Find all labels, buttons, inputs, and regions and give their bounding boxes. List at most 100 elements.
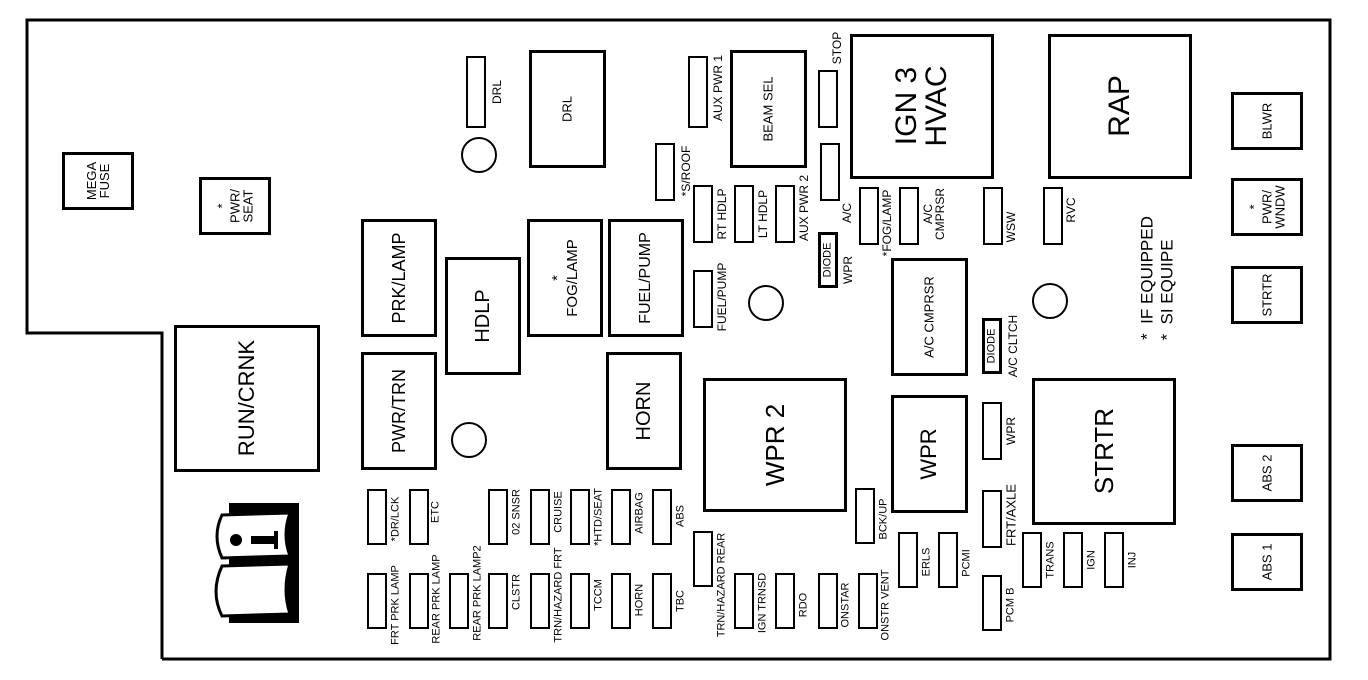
label-rap: RAP: [1103, 75, 1136, 137]
label-fog-lamp-fuse: *FOG/LAMP: [880, 189, 894, 257]
fuse-ac-cmprsr-fuse: [899, 187, 919, 245]
label-drl-fuse: DRL: [490, 79, 504, 105]
fuse-rear-prk-lamp2: [449, 573, 469, 629]
fuse-pcm-b: [982, 575, 1002, 631]
label-rdo: RDO: [797, 592, 810, 618]
mounting-hole-2: [451, 422, 487, 458]
fuse-bck-up: [855, 488, 875, 544]
label-rear-prk-lamp2: REAR PRK LAMP2: [471, 545, 484, 641]
label-htd-seat: *HTD/SEAT: [592, 488, 605, 546]
mounting-hole-3: [748, 285, 784, 321]
label-lt-hdlp: LT HDLP: [756, 189, 770, 239]
label-rt-hdlp: RT HDLP: [715, 188, 729, 240]
diode-diode-ac: [982, 318, 1002, 374]
label-trn-hazard-frt: TRN/HAZARD FRT: [552, 547, 565, 643]
fuse-wpr-fuse: [982, 402, 1002, 460]
fuse-abs1: [1231, 533, 1303, 591]
label-onstar: ONSTAR: [839, 582, 852, 628]
label-frt-prk-lamp: FRT PRK LAMP: [389, 565, 402, 645]
fuse-fog-lamp-relay: [527, 219, 603, 337]
fuse-lt-hdlp: [734, 185, 754, 243]
label-abs1: ABS 1: [1259, 543, 1275, 581]
label-ac-cmprsr-fuse: A/C CMPRSR: [921, 187, 947, 241]
fuse-blwr: [1231, 92, 1303, 150]
fuse-o2-snsr: [488, 489, 508, 545]
label-ign-trnsd: IGN TRNSD: [756, 572, 769, 634]
label-rvc: RVC: [1064, 197, 1078, 223]
fuse-abs2: [1231, 444, 1303, 502]
fuse-clstr: [488, 573, 508, 629]
fuse-strtr-small: [1231, 266, 1303, 324]
label-wpr-relay: WPR: [916, 428, 941, 480]
fuse-rvc: [1043, 187, 1063, 245]
fuse-ign: [1063, 532, 1083, 588]
diode-diode-wpr: [818, 232, 838, 288]
relay-strtr-relay: [1032, 378, 1176, 525]
label-ign3-hvac: IGN 3 HVAC: [890, 65, 953, 147]
label-inj: INJ: [1126, 551, 1139, 569]
fuse-htd-seat: [570, 489, 590, 545]
fuse-dr-lck: [367, 489, 387, 545]
label-aux-pwr1: AUX PWR 1: [711, 54, 725, 122]
label-abs: ABS: [674, 504, 687, 528]
label-erls: ERLS: [920, 547, 933, 577]
label-blwr: BLWR: [1259, 102, 1275, 140]
label-run-crnk: RUN/CRNK: [234, 339, 259, 457]
fuse-pcmi: [938, 532, 958, 588]
fuse-rt-hdlp: [693, 185, 713, 243]
label-ac-cmprsr-relay: A/C CMPRSR: [921, 276, 937, 358]
label-prk-lamp: PRK/LAMP: [389, 232, 409, 324]
fuse-tbc: [652, 573, 672, 629]
label-clstr: CLSTR: [510, 573, 523, 611]
label-onstr-vent: ONSTR VENT: [879, 569, 892, 641]
fuse-rear-prk-lamp: [409, 573, 429, 629]
fuse-trans: [1022, 532, 1042, 588]
label-etc: ETC: [429, 501, 442, 523]
label-diode-wpr: DIODE: [821, 242, 834, 278]
label-pcm-b: PCM B: [1004, 587, 1017, 623]
fuse-wsw: [983, 187, 1003, 245]
fuse-pwr-trn: [361, 352, 437, 470]
label-drl-relay: DRL: [559, 95, 575, 123]
fuse-fuel-pump-relay: [608, 219, 684, 337]
fuse-trn-hazard-rear: [693, 531, 713, 587]
fuse-inj: [1104, 532, 1124, 588]
label-wpr-fuse: WPR: [1004, 417, 1018, 445]
fuse-mega-fuse: [62, 152, 134, 210]
label-abs2: ABS 2: [1259, 454, 1275, 492]
label-wpr2: WPR 2: [760, 403, 790, 487]
mounting-hole-4: [1032, 283, 1068, 319]
fuse-drl-fuse: [466, 56, 486, 128]
label-fog-lamp-relay: * FOG/LAMP: [549, 239, 581, 317]
label-wpr-diode-label: WPR: [841, 256, 855, 284]
label-pwr-trn: PWR/TRN: [389, 369, 409, 453]
fuse-horn-fuse: [611, 573, 631, 629]
label-frt-axle: FRT/AXLE: [1003, 484, 1019, 546]
label-ac: A/C: [840, 202, 854, 224]
fuse-cruise: [530, 489, 550, 545]
label-pwr-seat: * PWR/ SEAT: [214, 189, 256, 223]
label-o2-snsr: 02 SNSR: [510, 489, 523, 535]
mounting-hole-1: [461, 137, 497, 173]
fuse-airbag: [611, 489, 631, 545]
relay-run-crnk: [174, 325, 320, 472]
label-strtr-small: STRTR: [1259, 273, 1275, 317]
fuse-onstr-vent: [858, 573, 878, 629]
label-horn-relay: HORN: [633, 381, 655, 441]
label-pcmi: PCMI: [960, 549, 973, 577]
fuse-aux-pwr2: [775, 185, 795, 243]
label-tccm: TCCM: [592, 579, 605, 611]
label-trans: TRANS: [1044, 541, 1057, 579]
fuse-s-roof: [655, 143, 675, 201]
label-cruise: CRUISE: [552, 491, 565, 533]
fuse-frt-prk-lamp: [367, 573, 387, 629]
label-diode-ac: DIODE: [985, 328, 998, 364]
fuse-prk-lamp: [361, 219, 437, 337]
fuse-fog-lamp-fuse: [859, 187, 879, 245]
label-bck-up: BCK/UP: [877, 498, 890, 540]
label-strtr-relay: STRTR: [1089, 407, 1119, 495]
fuse-pwr-seat: [199, 177, 271, 235]
label-airbag: AIRBAG: [633, 492, 646, 534]
